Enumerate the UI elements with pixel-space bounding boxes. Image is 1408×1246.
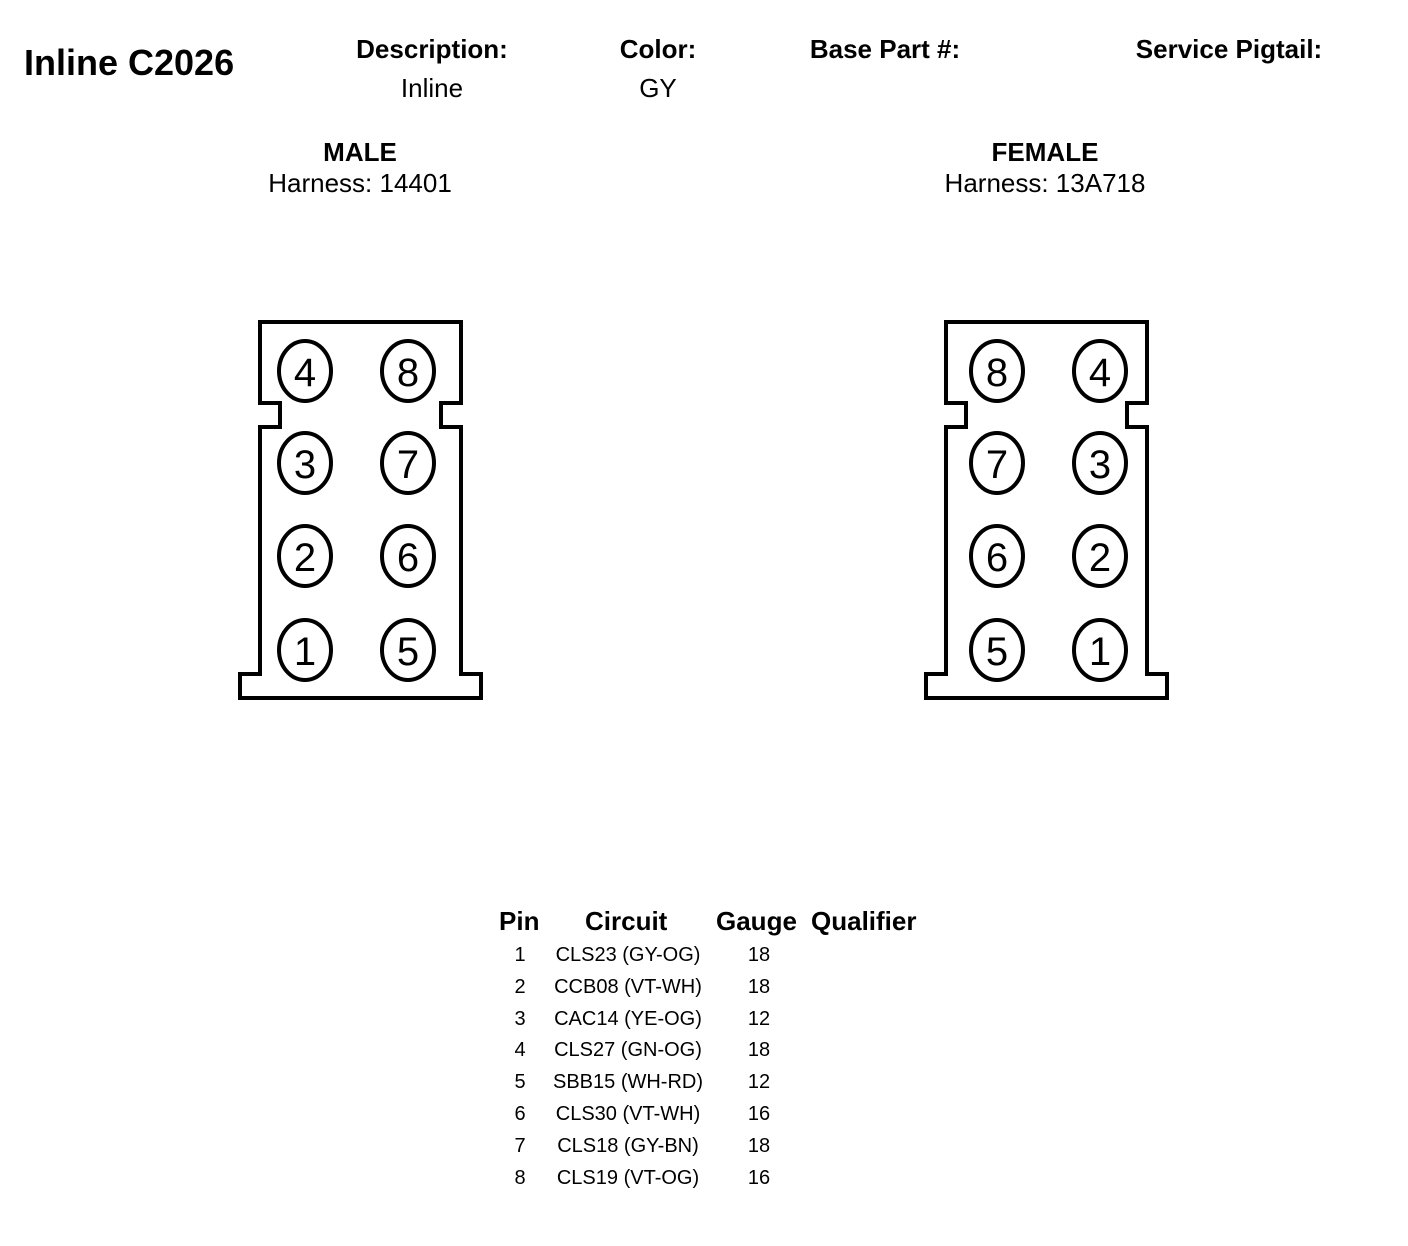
pin-table-cell-gauge: 18 bbox=[747, 1134, 771, 1157]
pin-table-cell-circuit: CCB08 (VT-WH) bbox=[554, 975, 702, 998]
female-pin-5: 5 bbox=[969, 618, 1025, 682]
male-pin-number: 3 bbox=[294, 443, 316, 487]
male-pin-1: 1 bbox=[277, 618, 333, 682]
male-pin-2: 2 bbox=[277, 524, 333, 588]
male-pin-7: 7 bbox=[380, 431, 436, 495]
male-pin-4: 4 bbox=[277, 339, 333, 403]
pin-table-cell-circuit: CLS23 (GY-OG) bbox=[555, 944, 701, 966]
pin-table-cell-circuit: CLS18 (GY-BN) bbox=[557, 1134, 699, 1157]
pin-table-cell-circuit: CAC14 (YE-OG) bbox=[554, 1007, 702, 1030]
male-pin-circle bbox=[380, 618, 436, 682]
pin-table-cell-gauge: 12 bbox=[747, 1007, 771, 1030]
pin-table-cell-circuit: CLS19 (VT-OG) bbox=[556, 1166, 700, 1189]
female-pin-number: 8 bbox=[986, 351, 1008, 395]
female-label: FEMALE bbox=[991, 137, 1099, 167]
female-pin-circle bbox=[1072, 524, 1128, 588]
male-connector-outline bbox=[238, 320, 483, 700]
male-harness: Harness: 14401 bbox=[268, 168, 452, 198]
male-pin-number: 4 bbox=[294, 351, 316, 395]
female-pin-circle bbox=[1072, 431, 1128, 495]
male-label: MALE bbox=[323, 137, 397, 167]
female-connector-outline bbox=[924, 320, 1169, 700]
male-pin-circle bbox=[277, 339, 333, 403]
pin-table-cell-pin: 2 bbox=[514, 975, 526, 998]
male-pin-circle bbox=[277, 618, 333, 682]
pin-table-cell-gauge: 18 bbox=[747, 975, 771, 998]
pin-table-cell-pin: 6 bbox=[514, 1103, 526, 1125]
base-part-label: Base Part #: bbox=[809, 34, 961, 64]
female-pin-circle bbox=[1072, 618, 1128, 682]
male-pin-number: 5 bbox=[397, 630, 419, 674]
male-pin-circle bbox=[380, 524, 436, 588]
pin-table-header-pin: Pin bbox=[499, 906, 540, 936]
female-pin-circle bbox=[969, 339, 1025, 403]
male-pin-number: 1 bbox=[294, 630, 316, 674]
pin-table-cell-gauge: 16 bbox=[747, 1166, 771, 1189]
female-pin-7: 7 bbox=[969, 431, 1025, 495]
pin-table-cell-pin: 3 bbox=[514, 1007, 526, 1030]
pin-table-cell-gauge: 12 bbox=[747, 1071, 771, 1094]
female-pin-1: 1 bbox=[1072, 618, 1128, 682]
male-pin-number: 2 bbox=[294, 536, 316, 580]
female-pin-circle bbox=[969, 618, 1025, 682]
description-value: Inline bbox=[400, 73, 464, 103]
pin-table-cell-circuit: SBB15 (WH-RD) bbox=[552, 1071, 704, 1094]
male-pin-6: 6 bbox=[380, 524, 436, 588]
pin-table-cell-pin: 1 bbox=[514, 944, 526, 966]
male-pin-number: 6 bbox=[397, 536, 419, 580]
female-pin-number: 4 bbox=[1089, 351, 1111, 395]
female-pin-number: 2 bbox=[1089, 536, 1111, 580]
female-harness: Harness: 13A718 bbox=[944, 168, 1146, 198]
male-pin-circle bbox=[277, 431, 333, 495]
male-pin-circle bbox=[380, 339, 436, 403]
male-pin-3: 3 bbox=[277, 431, 333, 495]
female-pin-2: 2 bbox=[1072, 524, 1128, 588]
color-label: Color: bbox=[619, 34, 697, 64]
male-pin-5: 5 bbox=[380, 618, 436, 682]
pin-table-cell-pin: 7 bbox=[514, 1134, 526, 1157]
male-pin-circle bbox=[277, 524, 333, 588]
female-pin-4: 4 bbox=[1072, 339, 1128, 403]
service-pigtail-label: Service Pigtail: bbox=[1135, 34, 1323, 64]
male-pin-8: 8 bbox=[380, 339, 436, 403]
color-value: GY bbox=[639, 73, 677, 103]
female-pin-3: 3 bbox=[1072, 431, 1128, 495]
pin-table-cell-pin: 5 bbox=[514, 1071, 526, 1094]
female-pin-circle bbox=[969, 524, 1025, 588]
female-pin-circle bbox=[1072, 339, 1128, 403]
pin-table-cell-pin: 4 bbox=[514, 1039, 526, 1062]
pin-table-cell-circuit: CLS30 (VT-WH) bbox=[555, 1103, 701, 1125]
connector-title: Inline C2026 bbox=[24, 42, 235, 83]
pin-table-cell-gauge: 16 bbox=[747, 1103, 771, 1125]
female-pin-number: 6 bbox=[986, 536, 1008, 580]
male-pin-number: 7 bbox=[397, 443, 419, 487]
female-pin-6: 6 bbox=[969, 524, 1025, 588]
male-pin-number: 8 bbox=[397, 351, 419, 395]
female-pin-number: 3 bbox=[1089, 443, 1111, 487]
female-pin-number: 1 bbox=[1089, 630, 1111, 674]
male-pin-circle bbox=[380, 431, 436, 495]
pin-table-header-qualifier: Qualifier bbox=[811, 906, 917, 936]
female-pin-8: 8 bbox=[969, 339, 1025, 403]
pin-table-cell-pin: 8 bbox=[514, 1166, 526, 1189]
pin-table-header-gauge: Gauge bbox=[716, 906, 797, 936]
description-label: Description: bbox=[356, 34, 508, 64]
pin-table-cell-gauge: 18 bbox=[747, 1039, 771, 1062]
pin-table-cell-gauge: 18 bbox=[747, 944, 771, 966]
female-pin-number: 7 bbox=[986, 443, 1008, 487]
female-pin-number: 5 bbox=[986, 630, 1008, 674]
pin-table-cell-circuit: CLS27 (GN-OG) bbox=[554, 1039, 702, 1062]
pin-table-header-circuit: Circuit bbox=[585, 906, 668, 936]
female-pin-circle bbox=[969, 431, 1025, 495]
